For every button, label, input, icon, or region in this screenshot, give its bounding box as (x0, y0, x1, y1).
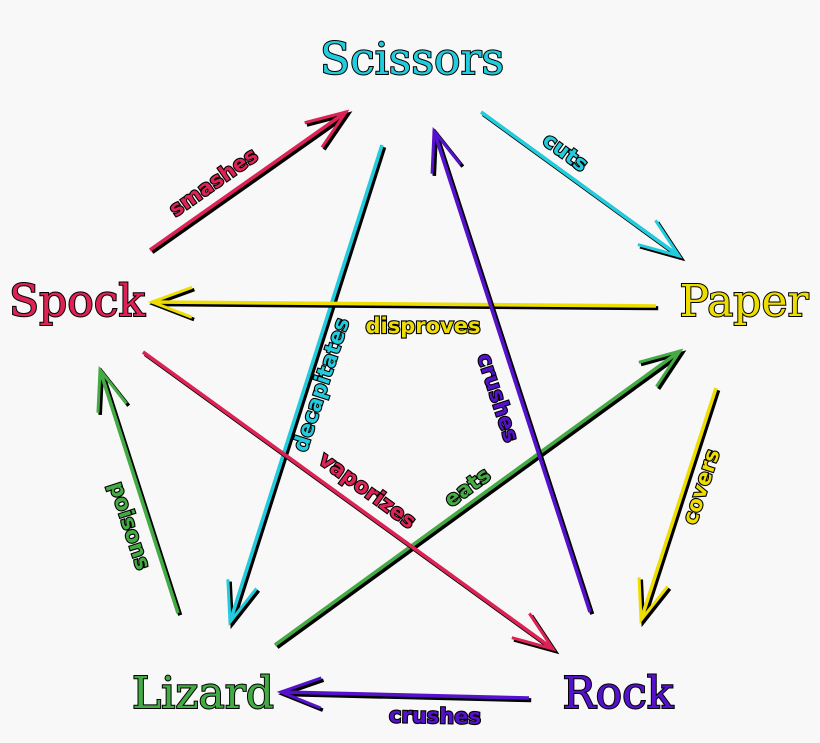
arrowhead (304, 109, 350, 149)
arrow-shadow (150, 112, 350, 254)
arrowhead (147, 285, 193, 319)
arrow-rock-crushes-scissors (430, 126, 595, 615)
edge-label-disproves: disproves (366, 314, 481, 338)
arrowhead (96, 365, 128, 413)
edges-layer (96, 109, 721, 712)
arrow-shaft (228, 144, 384, 623)
arrow-spock-smashes-scissors (148, 109, 353, 254)
arrowhead-shadow (639, 579, 672, 628)
arrow-shaft (98, 369, 180, 614)
arrow-lizard-poisons-spock (96, 365, 183, 616)
arrow-shadow (275, 351, 684, 649)
node-rock: Rock (563, 668, 674, 719)
arrowhead (276, 676, 322, 710)
arrowhead (637, 577, 669, 625)
arrow-paper-covers-rock (637, 387, 721, 628)
edge-label-crushes: crushes (472, 350, 523, 445)
arrowhead (430, 126, 462, 174)
arrowhead-shadow (640, 350, 687, 390)
node-scissors: Scissors (320, 34, 504, 85)
arrow-shadow (641, 389, 721, 623)
edge-label-cuts: cuts (538, 128, 593, 177)
arrowhead (638, 348, 684, 388)
edge-label-crushes: crushes (389, 703, 481, 729)
arrowhead-shadow (228, 581, 261, 630)
arrow-shadow (230, 146, 387, 625)
arrow-shadow (154, 302, 659, 311)
arrow-scissors-decapitates-lizard (226, 144, 387, 630)
arrow-shaft (479, 110, 681, 258)
arrowhead (637, 219, 683, 259)
arrowhead (511, 612, 557, 652)
arrowhead (226, 579, 258, 627)
arrow-shaft (151, 300, 657, 308)
node-spock: Spock (9, 276, 145, 327)
arrow-lizard-eats-paper (273, 348, 687, 649)
node-paper: Paper (679, 276, 809, 327)
arrow-shaft (280, 690, 530, 700)
arrow-spock-vaporizes-rock (141, 350, 560, 655)
arrow-shaft (148, 110, 348, 252)
edge-label-poisons: poisons (104, 479, 155, 573)
arrow-scissors-cuts-paper (479, 110, 686, 262)
arrow-shadow (283, 692, 532, 703)
arrow-shaft (432, 130, 592, 613)
arrow-paper-disproves-spock (147, 285, 659, 322)
arrow-shaft (639, 387, 718, 621)
node-lizard: Lizard (132, 668, 274, 719)
arrow-shaft (141, 350, 555, 651)
arrowhead-shadow (306, 111, 353, 151)
arrow-shaft (273, 349, 682, 647)
arrow-rock-crushes-lizard (276, 676, 532, 712)
